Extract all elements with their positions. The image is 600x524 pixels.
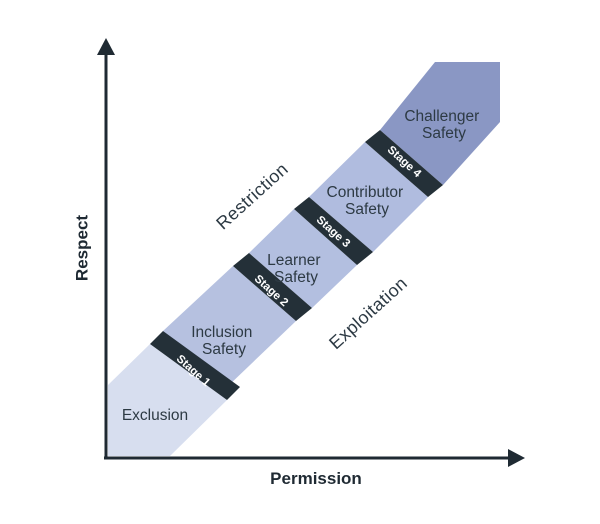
zone-label-challenger: Challenger Safety bbox=[404, 108, 483, 142]
x-axis-label: Permission bbox=[270, 469, 362, 488]
axes bbox=[97, 38, 525, 467]
progression-band bbox=[108, 62, 500, 456]
zone-learner-safety bbox=[249, 209, 357, 308]
stage-band-3 bbox=[294, 197, 373, 265]
stage-band-2 bbox=[233, 253, 312, 321]
region-label-exploitation: Exploitation bbox=[325, 273, 411, 353]
zone-exclusion bbox=[108, 344, 227, 456]
zone-label-learner-line2: Safety bbox=[274, 269, 318, 286]
stage-band-1 bbox=[150, 331, 240, 400]
region-label-restriction: Restriction bbox=[212, 159, 292, 234]
zone-contributor-safety bbox=[309, 142, 428, 252]
y-axis-arrow-icon bbox=[97, 38, 115, 55]
zone-label-inclusion-line1: Inclusion bbox=[191, 324, 252, 341]
zone-label-inclusion: Inclusion Safety bbox=[191, 324, 257, 358]
zone-label-inclusion-line2: Safety bbox=[202, 341, 246, 358]
stage-band-4 bbox=[365, 130, 443, 197]
zone-challenger-safety bbox=[380, 62, 500, 185]
zone-label-contributor: Contributor Safety bbox=[327, 184, 408, 218]
zone-label-challenger-line2: Safety bbox=[422, 125, 466, 142]
x-axis-arrow-icon bbox=[508, 449, 525, 467]
y-axis-label: Respect bbox=[72, 215, 91, 281]
zone-label-contributor-line1: Contributor bbox=[327, 184, 404, 201]
zone-label-exclusion: Exclusion bbox=[122, 407, 188, 424]
zone-label-challenger-line1: Challenger bbox=[404, 108, 479, 125]
zone-label-contributor-line2: Safety bbox=[345, 201, 389, 218]
zone-label-learner: Learner Safety bbox=[267, 252, 325, 286]
zone-label-learner-line1: Learner bbox=[267, 252, 320, 269]
